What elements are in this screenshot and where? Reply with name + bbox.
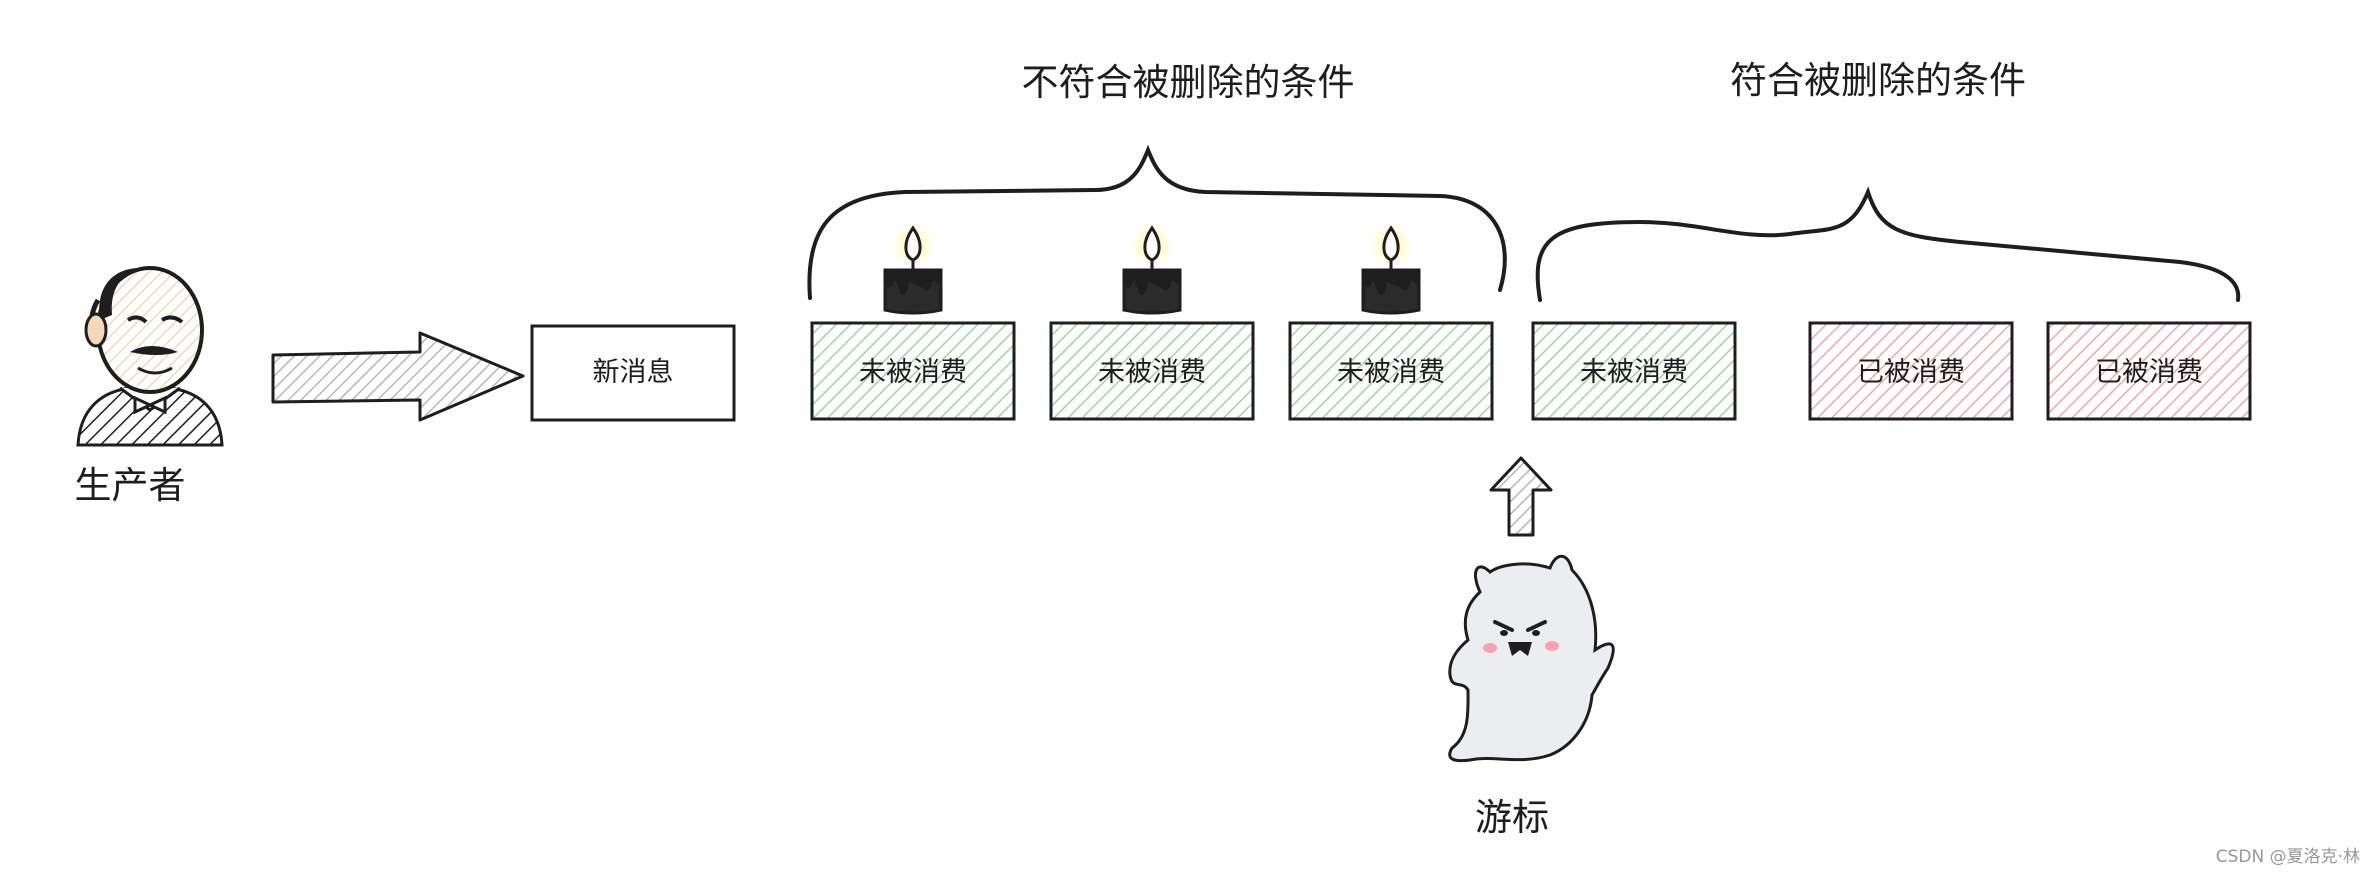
brace-deletable: 符合被删除的条件 <box>1535 59 2241 302</box>
candle-icon <box>1361 223 1421 315</box>
message-queue: 未被消费 未被消费 未被消费 未被消费 已被消费 已被消费 <box>810 223 2252 421</box>
message-status-label: 未被消费 <box>859 357 967 388</box>
message-box: 已被消费 <box>1808 321 2014 421</box>
group-title-not-deletable: 不符合被删除的条件 <box>1022 61 1355 104</box>
cursor-label: 游标 <box>1475 796 1549 839</box>
message-box: 未被消费 <box>1531 321 1737 421</box>
message-box: 已被消费 <box>2046 321 2252 421</box>
message-status-label: 未被消费 <box>1098 357 1206 388</box>
message-status-label: 未被消费 <box>1580 357 1688 388</box>
watermark: CSDN @夏洛克·林 <box>2216 847 2360 867</box>
message-status-label: 已被消费 <box>1857 357 1965 388</box>
ghost-icon <box>1448 554 1615 763</box>
message-status-label: 已被消费 <box>2095 357 2203 388</box>
cursor: 游标 <box>1448 554 1615 839</box>
cursor-up-arrow <box>1489 456 1553 537</box>
message-box: 未被消费 <box>1288 321 1494 421</box>
message-status-label: 未被消费 <box>1337 357 1445 388</box>
produce-arrow <box>271 331 525 422</box>
producer-label: 生产者 <box>75 464 186 507</box>
message-box: 未被消费 <box>1049 321 1255 421</box>
message-box: 未被消费 <box>810 321 1016 421</box>
new-message-box: 新消息 <box>530 324 736 422</box>
new-message-label: 新消息 <box>593 357 674 388</box>
group-title-deletable: 符合被删除的条件 <box>1730 59 2026 102</box>
candle-icon <box>883 223 943 315</box>
brace-not-deletable: 不符合被删除的条件 <box>807 61 1507 300</box>
candle-icon <box>1122 223 1182 315</box>
person-with-bowtie-icon <box>76 266 224 447</box>
producer: 生产者 <box>75 266 224 507</box>
